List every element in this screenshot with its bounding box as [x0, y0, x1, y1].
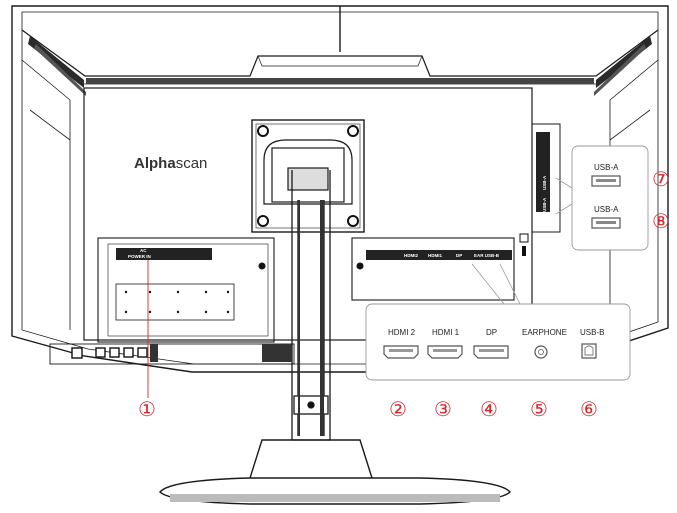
side-usb-module: USB-A USB-A [519, 123, 561, 256]
shoulder-band-right [596, 36, 652, 88]
frame-side-lines [21, 59, 659, 330]
menu-button-1 [95, 347, 106, 358]
vent-grille [86, 78, 594, 84]
marker-5: ⑤ [530, 397, 548, 421]
io-panel-left-dots [124, 290, 230, 314]
signal-label-strip [366, 250, 512, 260]
ac-label: AC [140, 248, 147, 253]
ports-callout: HDMI 2 HDMI 1 DP EARPHONE USB-B [365, 263, 631, 381]
control-buttons [49, 343, 295, 365]
marker-3: ③ [434, 397, 452, 421]
svg-text:Alphascan: Alphascan [134, 155, 207, 172]
dp-label: DP [456, 253, 462, 258]
brand-logo: Alphascan [134, 155, 207, 172]
shoulder-stripe-right [594, 44, 646, 96]
callout-hdmi2-label: HDMI 2 [388, 328, 416, 337]
marker-7: ⑦ [652, 167, 670, 191]
marker-6: ⑥ [580, 397, 598, 421]
rear-body [83, 87, 533, 341]
power-in-label: POWER IN [128, 254, 151, 259]
marker-1: ① [138, 397, 156, 421]
power-label-strip [116, 248, 212, 260]
usba-bottom-label: USB-A [594, 205, 619, 214]
logo-rest: scan [176, 155, 208, 172]
shoulder-stripe-left [34, 44, 86, 96]
stand-neck [291, 170, 331, 441]
usb-callout: USB-A USB-A [555, 145, 649, 251]
stand-base [159, 439, 511, 505]
callout-hdmi1-label: HDMI 1 [432, 328, 460, 337]
shoulder-band-left [28, 36, 84, 88]
power-button [71, 347, 83, 359]
stand-neck-shade [320, 200, 324, 436]
logo-letter: A [134, 155, 145, 172]
callout-earphone-label: EARPHONE [522, 328, 567, 337]
marker-8: ⑧ [652, 209, 670, 233]
menu-button-3 [123, 347, 134, 358]
side-usb-a-label-2: USB-A [542, 197, 547, 212]
callout-dp-label: DP [486, 328, 497, 337]
menu-button-2 [109, 347, 120, 358]
menu-button-4 [137, 347, 148, 358]
marker-2: ② [389, 397, 407, 421]
logo-bold: lpha [145, 155, 176, 172]
earphone-usb-label: EAR USB-B [474, 253, 500, 258]
usba-top-label: USB-A [594, 163, 619, 172]
marker-4: ④ [480, 397, 498, 421]
vesa-mount [251, 119, 365, 233]
stand-base-shadow [170, 494, 500, 502]
io-panel-left [97, 237, 275, 343]
stand-bracket [263, 139, 353, 205]
hdmi1-label: HDMI1 [428, 253, 442, 258]
stand-neck-shade-left [298, 200, 300, 436]
markers: ① ② ③ ④ ⑤ ⑥ ⑦ ⑧ [138, 167, 670, 421]
callout-usbb-label: USB-B [580, 328, 604, 337]
hdmi2-label: HDMI2 [404, 253, 418, 258]
io-panel-right [351, 237, 515, 301]
side-usb-a-label: USB-A [542, 175, 547, 190]
